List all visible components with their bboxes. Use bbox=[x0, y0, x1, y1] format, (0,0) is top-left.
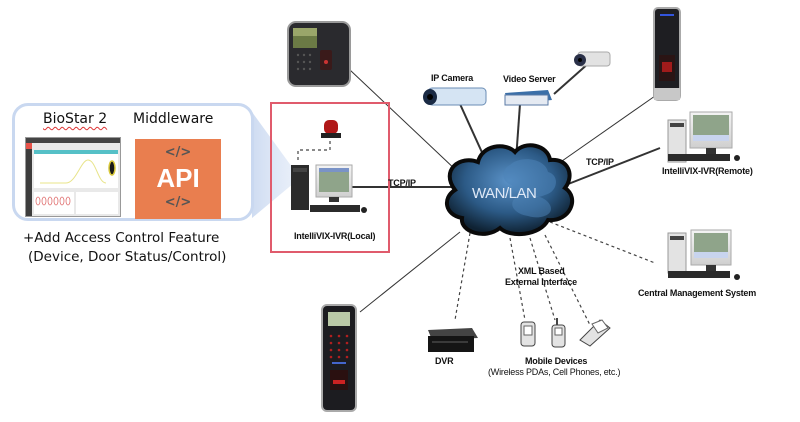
flip-phone-icon bbox=[579, 319, 611, 347]
access-terminal-bottom-icon bbox=[321, 304, 357, 412]
middleware-title: Middleware bbox=[133, 111, 214, 127]
alarm-light-icon bbox=[321, 120, 341, 138]
link-phone bbox=[529, 237, 556, 321]
biostar-title: BioStar 2 bbox=[43, 111, 108, 127]
link-top-device bbox=[349, 69, 459, 173]
pda-icon bbox=[520, 321, 536, 347]
ip-camera-label: IP Camera bbox=[431, 73, 474, 83]
mobile-devices-sub-label: (Wireless PDAs, Cell Phones, etc.) bbox=[488, 367, 621, 377]
local-pc-icon bbox=[291, 164, 367, 213]
link-remote-ivr bbox=[557, 147, 661, 189]
link-bottom-device bbox=[359, 231, 461, 313]
remote-ivr-label: IntelliVIX-IVR(Remote) bbox=[662, 166, 753, 176]
local-ivr-highlight bbox=[270, 102, 390, 253]
feature-line-1: +Add Access Control Feature bbox=[23, 230, 220, 246]
wan-lan-label: WAN/LAN bbox=[472, 185, 537, 202]
code-tag-top: </> bbox=[164, 145, 192, 160]
biostar-dashboard-thumbnail bbox=[26, 138, 120, 216]
solid-links bbox=[349, 61, 661, 313]
wan-lan-cloud bbox=[445, 143, 575, 237]
tcp-ip-local-label: TCP/IP bbox=[388, 178, 416, 188]
link-cms bbox=[549, 221, 656, 264]
access-terminal-right-icon bbox=[653, 7, 681, 101]
dvr-label: DVR bbox=[435, 356, 454, 366]
link-dvr bbox=[454, 232, 471, 321]
network-camera-icon bbox=[574, 51, 611, 67]
feature-line-2: (Device, Door Status/Control) bbox=[28, 249, 227, 265]
xml-based-label: XML Based bbox=[518, 266, 565, 276]
biostar-screenshot bbox=[25, 137, 121, 217]
cell-phone-icon bbox=[551, 318, 566, 348]
dashed-links bbox=[297, 136, 656, 326]
api-label: API bbox=[156, 163, 200, 193]
tcp-ip-remote-label: TCP/IP bbox=[586, 157, 614, 167]
dvr-icon bbox=[428, 328, 478, 352]
callout-pointer bbox=[252, 112, 300, 218]
ip-camera-icon bbox=[423, 87, 487, 106]
link-video-cam bbox=[553, 61, 591, 95]
local-ivr-label: IntelliVIX-IVR(Local) bbox=[294, 231, 376, 241]
video-server-icon bbox=[504, 90, 552, 106]
api-block: </> API </> bbox=[135, 139, 221, 219]
code-tag-bottom: </> bbox=[164, 195, 192, 210]
external-interface-label: External Interface bbox=[505, 277, 577, 287]
link-flip-phone bbox=[544, 234, 591, 326]
cms-pc-icon bbox=[667, 229, 740, 280]
link-pda bbox=[509, 237, 526, 321]
remote-pc-icon bbox=[667, 111, 740, 163]
access-terminal-top-icon bbox=[287, 21, 351, 87]
middleware-callout: BioStar 2 Middleware </> API </> bbox=[12, 103, 254, 221]
cms-label: Central Management System bbox=[638, 288, 757, 298]
link-alarm bbox=[297, 136, 331, 160]
link-top-right-device bbox=[551, 95, 656, 169]
video-server-label: Video Server bbox=[503, 74, 556, 84]
mobile-devices-label: Mobile Devices bbox=[525, 356, 588, 366]
